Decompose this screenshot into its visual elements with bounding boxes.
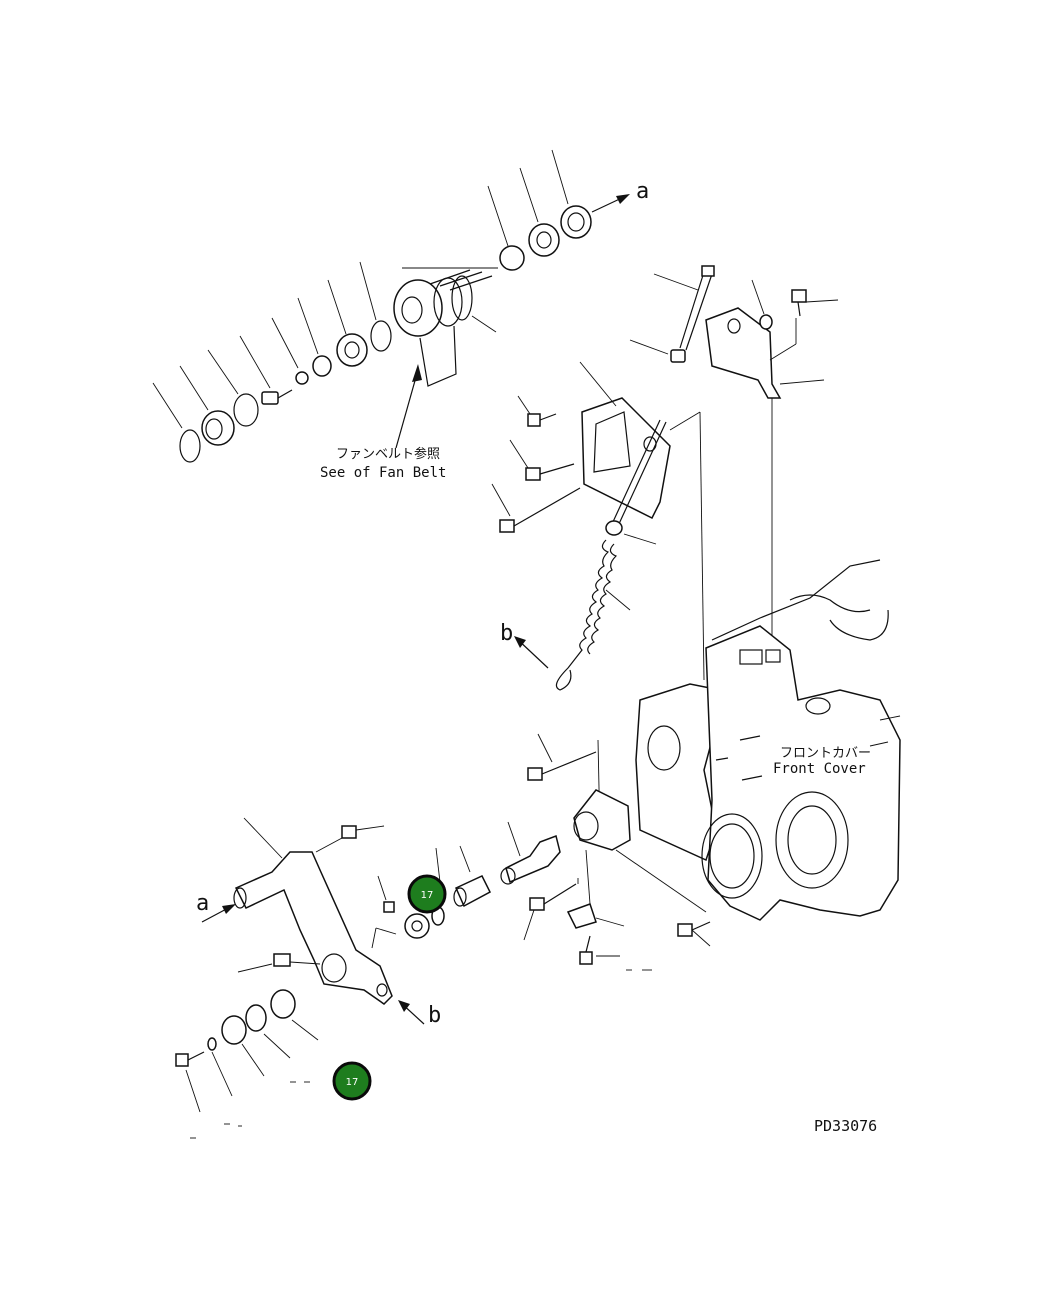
snap-ring-part-b	[359, 261, 392, 352]
idler-arm-part	[233, 817, 393, 1005]
bearing-part-b	[327, 279, 368, 367]
arrow-b-left-label: b	[500, 621, 513, 646]
callout-badge-17-lower[interactable]: 17	[332, 1061, 372, 1101]
front-cover-jp-label: フロントカバー	[780, 746, 871, 761]
arrow-a-left: a	[196, 891, 236, 923]
bolt-part-a	[239, 335, 293, 405]
grease-nipple-part-b	[237, 953, 321, 973]
nut-part-c	[270, 989, 319, 1041]
sleeve-part-b	[453, 845, 491, 908]
arrow-b-bottom: b	[398, 1000, 441, 1028]
bolt-part-b	[791, 289, 839, 317]
lock-plate-part	[566, 849, 625, 929]
cover-disc-part	[207, 349, 259, 427]
arrow-a-left-label: a	[196, 891, 209, 916]
bracket-assembly-group: b	[491, 265, 839, 691]
bearing-part-d	[404, 847, 441, 939]
washer-part-d	[245, 1004, 291, 1059]
badge-label: 17	[421, 890, 434, 901]
bolt-part-f	[523, 878, 579, 941]
bolt-part-g	[579, 935, 652, 971]
housing-flange-part	[573, 789, 707, 913]
arrow-b-left: b	[500, 621, 549, 669]
pulley-part	[393, 267, 498, 387]
bolt-part-d	[509, 439, 575, 481]
nut-part-b	[605, 520, 657, 545]
arrow-a-top-label: a	[636, 179, 649, 204]
grease-nipple-part-a	[315, 825, 385, 853]
snap-ring-part	[152, 382, 201, 463]
bearing-part	[179, 365, 235, 446]
oil-seal-part	[551, 149, 592, 239]
long-bolt-part	[527, 733, 601, 837]
bolt-part-c	[517, 395, 557, 427]
bearing-part-c	[519, 167, 560, 257]
front-cover-en-label: Front Cover	[773, 761, 866, 777]
engine-front-cover	[635, 559, 901, 921]
fan-belt-jp-label: ファンベルト参照	[336, 446, 440, 462]
plate-washer-part	[221, 1015, 265, 1077]
bolt-part-e	[491, 483, 581, 533]
fan-belt-pointer	[395, 364, 422, 449]
washer-part-a	[271, 317, 309, 385]
tension-bracket-part	[579, 361, 671, 520]
tension-spring-part	[555, 539, 631, 691]
small-bolt-part	[371, 875, 397, 949]
spacer-part	[297, 297, 332, 377]
washer-part-b	[751, 279, 773, 330]
idler-arm-group: a b	[175, 817, 441, 1139]
bolt-part-i	[175, 1051, 205, 1113]
eye-bolt-rod	[653, 265, 715, 351]
nut-part-a	[629, 339, 686, 363]
spring-rod	[611, 419, 667, 527]
badge-label: 17	[346, 1077, 359, 1088]
arrow-a-top: a	[591, 179, 649, 213]
fan-belt-en-label: See of Fan Belt	[320, 465, 446, 481]
bolt-part-h	[677, 921, 711, 947]
upper-bracket-part	[705, 307, 825, 399]
idler-housing-group	[404, 733, 711, 971]
shaft-part	[500, 821, 561, 885]
callout-badge-17-upper[interactable]: 17	[407, 874, 447, 914]
drawing-code: PD33076	[814, 1117, 877, 1135]
pulley-assembly-group: a	[152, 149, 649, 463]
arrow-b-bottom-label: b	[428, 1003, 441, 1028]
sleeve-part	[487, 185, 525, 271]
washer-part-e	[207, 1037, 233, 1097]
